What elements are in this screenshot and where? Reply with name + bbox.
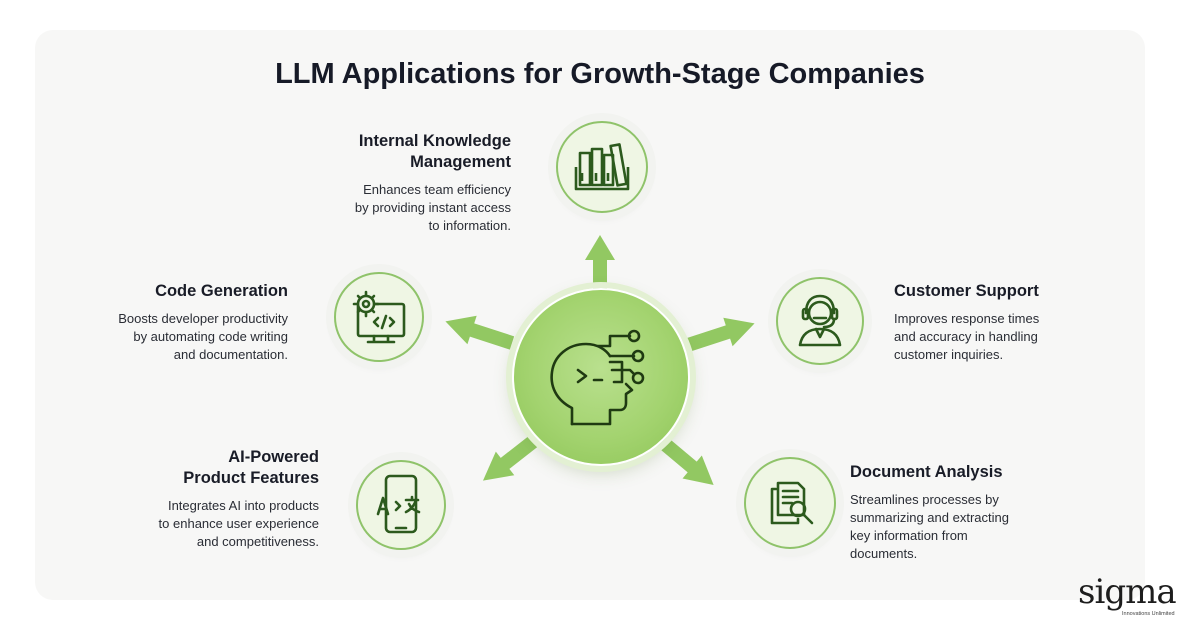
support-text-block: Customer Support Improves response times… [894,281,1094,364]
documents-node [744,457,836,549]
support-node [776,277,864,365]
brand-logo: sigma Innovations Unlimited [1078,574,1190,624]
arrow-to-support [685,317,755,352]
support-title: Customer Support [894,282,1039,300]
documents-title: Document Analysis [850,463,1003,481]
documents-text-block: Document Analysis Streamlines processes … [850,462,1050,563]
product-node [356,460,446,550]
arrow-to-product [482,434,540,481]
headset-agent-icon [798,294,842,347]
code-title: Code Generation [155,282,288,300]
arrow-to-code [445,315,515,350]
knowledge-node [556,121,648,213]
page-title: LLM Applications for Growth-Stage Compan… [275,58,925,90]
hub-circle [512,288,690,466]
ai-head-circuit-icon [550,329,645,426]
monitor-gear-code-icon [352,290,406,344]
brand-tagline: Innovations Unlimited [1122,611,1175,617]
arrow-to-documents [655,434,714,485]
phone-translate-icon [376,474,421,534]
books-icon [574,143,630,191]
arrow-to-knowledge [585,235,615,290]
code-text-block: Code Generation Boosts developer product… [110,281,288,364]
brand-wordmark: sigma [1078,572,1177,612]
code-node [334,272,424,362]
document-search-icon [770,481,814,525]
